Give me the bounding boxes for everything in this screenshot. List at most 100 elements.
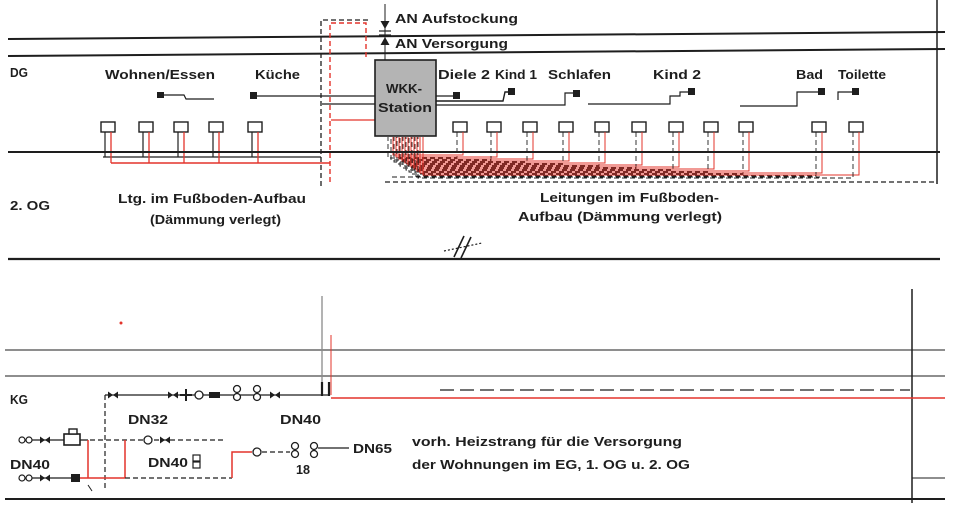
room-label-diele: Diele 2 [438,68,490,82]
note-kg-line-1: vorh. Heizstrang für die Versorgung [412,435,682,449]
note-left-line-2: (Dämmung verlegt) [150,213,281,227]
label-dn40-mid: DN40 [148,456,188,470]
valve-icon [40,436,50,444]
radiator-icon [848,121,864,133]
control-line-kind-1 [436,91,508,102]
dirt-trap-icon [63,433,81,446]
room-label-schlafen: Schlafen [548,68,611,82]
return-pipe-right [399,132,600,167]
wkk-station-label-2: Station [378,101,432,115]
control-line-bad [740,91,818,107]
radiator-icon [486,121,502,133]
radiator-icon [247,121,263,133]
sensor-icon [290,449,300,459]
note-left-line-1: Ltg. im Fußboden-Aufbau [118,192,306,206]
supply-pipe-right [392,132,464,156]
label-dn40-riser: DN40 [280,413,321,427]
annotation-versorgung: AN Versorgung [395,37,508,51]
radiator-icon [208,121,224,133]
control-line-wohnen [164,94,214,100]
pipe-end-icon [25,436,33,444]
radiator-group [100,121,864,133]
break-slash-icon [453,235,472,259]
room-label-kueche: Küche [255,68,300,82]
pump-icon [252,447,262,457]
radiator-icon [738,121,754,133]
break-symbol [443,235,483,259]
room-thermostat-icon [818,88,825,95]
note-right-line-1: Leitungen im Fußboden- [540,191,719,205]
note-kg-line-2: der Wohnungen im EG, 1. OG u. 2. OG [412,458,690,472]
radiator-icon [594,121,610,133]
valve-icon [40,474,50,482]
room-label-kind-2: Kind 2 [653,68,701,82]
sensor-icon [252,392,262,402]
room-thermostat-icon [688,88,695,95]
annotation-group: AN Aufstockung AN Versorgung [379,4,518,62]
riser-pipe-red [329,22,367,182]
return-pipe-right [414,132,817,177]
pipe-end-icon [25,474,33,482]
room-label-bad: Bad [796,68,823,82]
sensor-icon [232,384,242,394]
pump-icon [194,390,204,400]
slab-line-top [7,31,946,40]
pipe-mark [87,484,93,492]
fitting-icon [192,461,201,469]
room-thermostat-icon [250,92,257,99]
dirt-trap-top-icon [68,428,78,435]
radiator-icon [522,121,538,133]
meter-icon [71,474,80,482]
room-thermostat-icon [453,92,460,99]
supply-pipe-right [401,132,570,162]
radiator-icon [452,121,468,133]
note-right-line-2: Aufbau (Dämmung verlegt) [518,210,722,224]
valve-icon [168,391,178,399]
pipe-row-3 [18,440,232,492]
radiator-icon [703,121,719,133]
sensor-icon [309,449,319,459]
slab-line-bottom [7,48,946,57]
radiator-icon [173,121,189,133]
room-label-kind-1: Kind 1 [495,68,537,82]
label-dn40-left: DN40 [10,458,50,472]
radiator-icon [631,121,647,133]
radiator-icon [811,121,827,133]
wkk-station-box [374,59,437,137]
arrow-down-icon [380,21,390,29]
control-line-schlafen [436,92,573,106]
return-pipe-right [396,132,564,165]
radiator-icon [138,121,154,133]
branch-pipe-red [231,451,252,478]
floor-label-kg: KG [10,393,28,407]
floor-pipe-group [103,132,935,183]
riser-shaft [320,19,375,186]
sensor-icon [232,392,242,402]
valve-icon [108,391,118,399]
radiator-icon [558,121,574,133]
sensor-icon [252,384,262,394]
control-line-kind-2 [588,91,688,105]
label-dn65: DN65 [353,442,392,456]
radiator-icon [100,121,116,133]
wkk-station: WKK- Station [374,59,437,137]
supply-pipe-right [404,132,606,164]
valve-icon [270,391,280,399]
wkk-station-label-1: WKK- [386,82,422,96]
room-labels: Wohnen/Essen Küche Diele 2 Kind 1 Schlaf… [105,68,886,82]
arrow-up-icon [380,37,390,45]
control-lines [157,88,859,107]
return-pipe-right [390,132,492,161]
room-thermostat-icon [573,90,580,97]
floor-label-2-og: 2. OG [10,199,50,213]
pipe-row-dn65: DN65 18 [231,441,392,478]
annotation-aufstockung: AN Aufstockung [395,12,518,26]
valve-icon [160,436,170,444]
pipe-row-2 [18,428,226,446]
cross-fitting-icon [180,389,192,401]
pipe-end-icon [18,474,26,482]
sensor-icon [290,441,300,451]
pipe-end-icon [18,436,26,444]
floor-label-dg: DG [10,66,28,80]
